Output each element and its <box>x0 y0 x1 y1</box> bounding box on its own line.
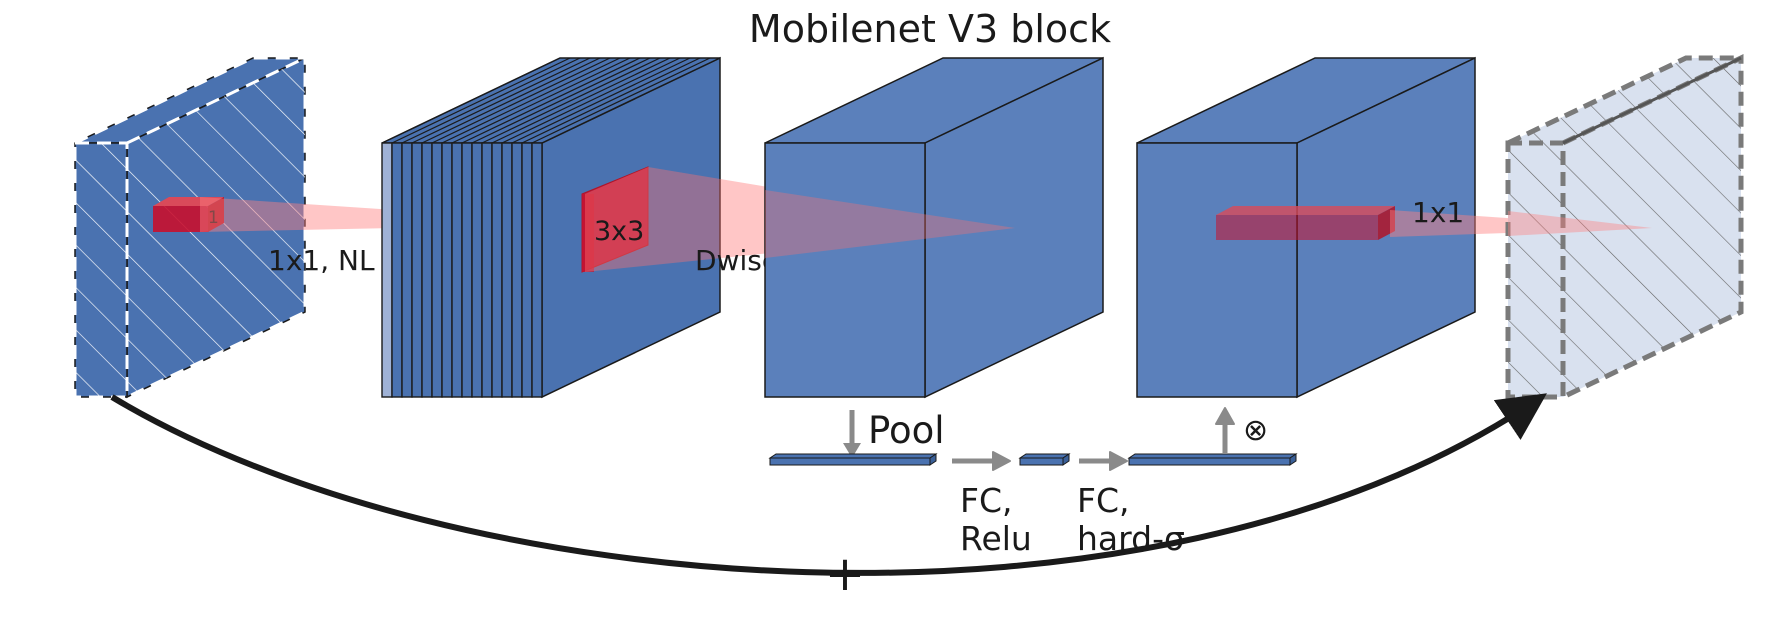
residual-add-symbol: + <box>825 546 865 602</box>
fc1-label-line1: FC, <box>960 481 1013 520</box>
channel-slice <box>431 142 443 398</box>
channel-slice <box>501 142 513 398</box>
channel-slice <box>401 142 413 398</box>
kernel-3x3-label: 3x3 <box>594 216 644 247</box>
channel-slice-edge <box>441 57 621 144</box>
channel-slice-edge <box>411 57 591 144</box>
channel-slice-edge <box>491 57 671 144</box>
se-pool-arrow <box>843 410 861 458</box>
channel-slice-edge <box>381 57 561 144</box>
channel-slice <box>531 142 543 398</box>
channel-slice <box>391 142 403 398</box>
channel-slice-edge <box>471 57 651 144</box>
channel-slice <box>491 142 503 398</box>
pooled-vector <box>768 453 938 466</box>
channel-slice-edge <box>431 57 611 144</box>
expand-cone <box>200 197 395 232</box>
project-label: 1x1 <box>1412 196 1464 229</box>
channel-slice-edge <box>481 57 661 144</box>
channel-slice <box>421 142 433 398</box>
channel-slice <box>481 142 493 398</box>
scale-arrow <box>1215 407 1235 453</box>
channel-slice-edge <box>451 57 631 144</box>
channel-slice <box>511 142 523 398</box>
channel-slice-edge <box>521 57 701 144</box>
channel-slice <box>521 142 533 398</box>
residual-connection-arrow <box>110 393 1547 576</box>
channel-slice-edge <box>531 57 711 144</box>
channel-slice <box>471 142 483 398</box>
depthwise-kernel <box>581 166 649 273</box>
pool-label: Pool <box>868 409 945 452</box>
channel-slice-edge <box>501 57 681 144</box>
channel-slice-edge <box>421 57 601 144</box>
kernel-one-label: 1 <box>208 208 219 228</box>
channel-slice <box>441 142 453 398</box>
channel-slice-edge <box>401 57 581 144</box>
input-kernel <box>153 197 224 232</box>
projection-kernel <box>1216 206 1395 240</box>
channel-slices <box>381 57 711 398</box>
multiply-symbol: ⊗ <box>1243 413 1268 448</box>
channel-slice-edge <box>511 57 691 144</box>
channel-slice <box>451 142 463 398</box>
fc1-arrow <box>952 451 1011 471</box>
output-block <box>1505 54 1744 400</box>
channel-slice <box>461 142 473 398</box>
channel-slice <box>411 142 423 398</box>
fc2-label-line1: FC, <box>1077 481 1130 520</box>
input-block: 1 <box>73 56 307 399</box>
fc1-label-line2: Relu <box>960 519 1032 558</box>
fc1-vector <box>1018 453 1071 466</box>
diagram-title: Mobilenet V3 block <box>749 7 1111 51</box>
depthwise-output-block <box>764 56 1104 399</box>
fc2-arrow <box>1079 451 1128 471</box>
channel-slice-edge <box>391 57 571 144</box>
channel-slice <box>381 142 393 398</box>
excitation-vector <box>1127 453 1298 466</box>
channel-slice-edge <box>461 57 641 144</box>
expand-label: 1x1, NL <box>268 244 375 277</box>
